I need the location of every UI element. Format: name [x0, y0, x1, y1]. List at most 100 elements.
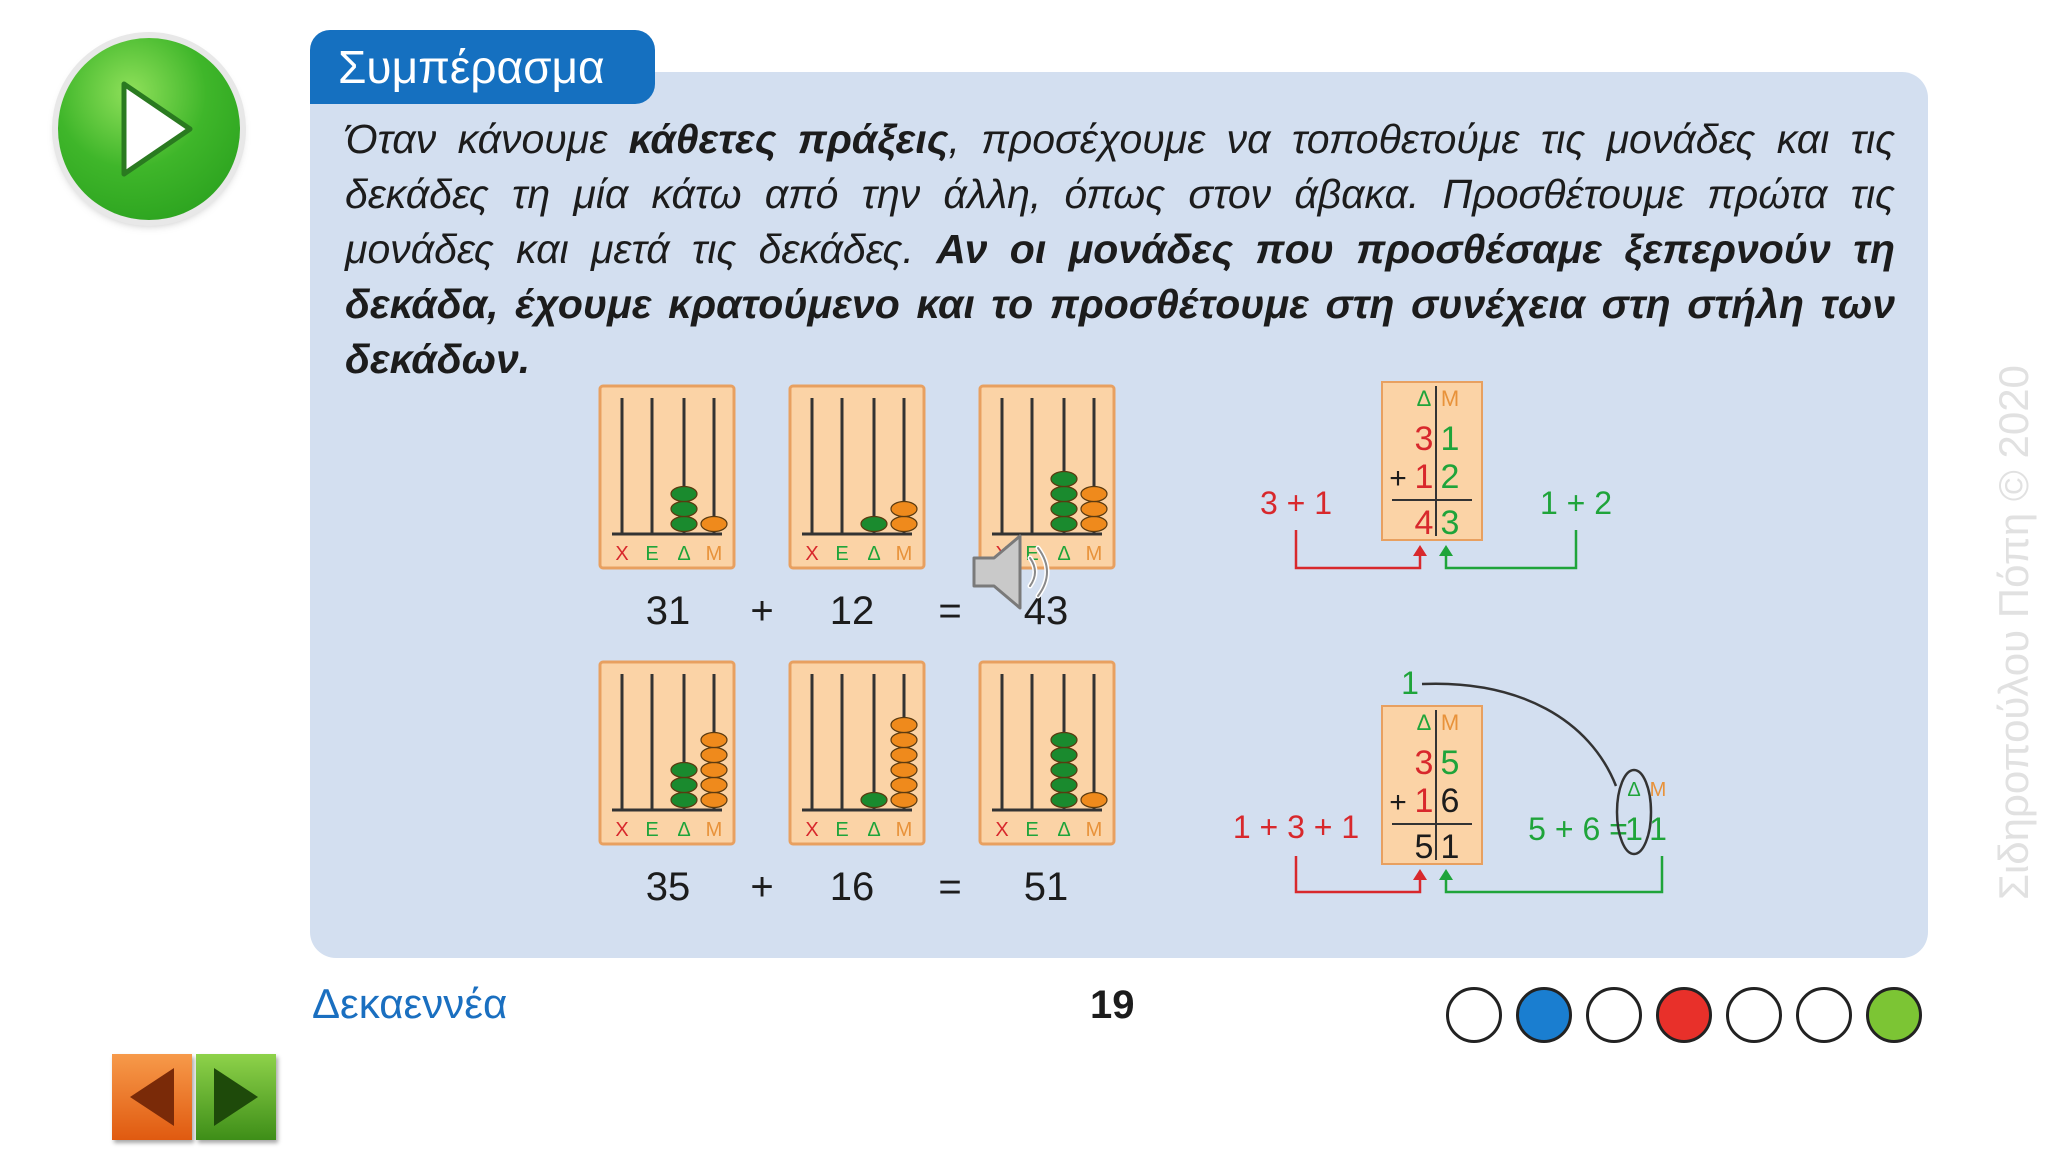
rod-label: Χ	[805, 819, 818, 841]
rod-label: Μ	[706, 819, 723, 841]
arrow-left-icon	[130, 1068, 174, 1126]
vertical-addition-1: Δ Μ 3 1 + 1 2 4 3 3 + 1 1 + 2	[1260, 381, 1612, 570]
equation-term: =	[938, 589, 961, 633]
bead	[1080, 485, 1108, 503]
rod-label: Δ	[867, 819, 880, 841]
tens-header: Δ	[1417, 386, 1432, 411]
bead	[1050, 776, 1078, 794]
rod-label: Δ	[677, 819, 690, 841]
color-dot	[1446, 987, 1502, 1043]
rod-label: Μ	[1086, 543, 1103, 565]
rod-label: Χ	[615, 543, 628, 565]
equation-term: 12	[830, 589, 875, 633]
equation-term: 35	[646, 865, 691, 909]
rod-label: Μ	[896, 819, 913, 841]
a-units: 1	[1441, 420, 1460, 458]
color-dot	[1726, 987, 1782, 1043]
rod-label: Μ	[1086, 819, 1103, 841]
bead	[700, 791, 728, 809]
number-word: Δεκαεννέα	[312, 980, 508, 1027]
bead	[1050, 791, 1078, 809]
speaker-button[interactable]	[968, 528, 1064, 621]
units-sum: 5 + 6 =	[1528, 811, 1628, 847]
rod-label: Ε	[835, 543, 848, 565]
rod-label: Χ	[805, 543, 818, 565]
result-units: 1	[1441, 828, 1460, 866]
carry-curve	[1421, 682, 1618, 787]
column-card	[1381, 381, 1483, 541]
b-tens: 1	[1415, 782, 1434, 820]
rod-label: Ε	[1025, 819, 1038, 841]
arrow-right-icon	[214, 1068, 258, 1126]
tens-sum: 1 + 3 + 1	[1233, 809, 1359, 845]
b-units: 6	[1441, 782, 1460, 820]
tens-sum: 3 + 1	[1260, 485, 1332, 521]
next-button[interactable]	[196, 1054, 276, 1140]
plus-sign: +	[1389, 462, 1407, 495]
rod-label: Μ	[896, 543, 913, 565]
result-tens: 4	[1415, 504, 1434, 542]
bead	[700, 776, 728, 794]
watermark: Σιδηροπούλου Πόπη © 2020	[1990, 365, 2037, 900]
rod-label: Δ	[1057, 543, 1070, 565]
bead	[1080, 515, 1108, 533]
rod-label: Χ	[615, 819, 628, 841]
bead	[1050, 746, 1078, 764]
bead	[670, 776, 698, 794]
play-button[interactable]	[58, 38, 240, 220]
play-icon	[121, 81, 193, 177]
conclusion-text: Όταν κάνουμε κάθετες πράξεις, προσέχουμε…	[345, 112, 1895, 387]
carry-digit: 1	[1401, 665, 1419, 701]
bead	[890, 776, 918, 794]
rod-label: Χ	[995, 819, 1008, 841]
bead	[860, 515, 888, 533]
result-units-header: Μ	[1650, 779, 1667, 801]
bold-rule: Αν οι μονάδες που προσθέσαμε ξεπερνούν τ…	[345, 226, 1895, 382]
result-carry-tens: 1	[1625, 811, 1643, 847]
equation-term: 31	[646, 589, 691, 633]
bead	[1050, 500, 1078, 518]
bead	[890, 761, 918, 779]
bead	[1050, 731, 1078, 749]
bead	[1050, 761, 1078, 779]
bead	[1080, 500, 1108, 518]
bead	[860, 791, 888, 809]
tens-header: Δ	[1417, 710, 1432, 735]
text-part: Όταν κάνουμε	[345, 116, 629, 162]
equation-term: +	[750, 865, 773, 909]
equation-term: 51	[1024, 865, 1069, 909]
vertical-addition-2: Δ Μ 3 5 + 1 6 5 1 1 1 + 3 + 1 5 + 6 = Δ …	[1233, 665, 1667, 894]
bead	[890, 731, 918, 749]
rod-label: Ε	[645, 543, 658, 565]
color-dot	[1866, 987, 1922, 1043]
rod-label: Δ	[677, 543, 690, 565]
a-tens: 3	[1415, 420, 1434, 458]
previous-button[interactable]	[112, 1054, 192, 1140]
bead	[670, 761, 698, 779]
bead	[700, 761, 728, 779]
units-sum: 1 + 2	[1540, 485, 1612, 521]
bead	[890, 746, 918, 764]
units-header: Μ	[1441, 710, 1459, 735]
bead	[1050, 485, 1078, 503]
equation-term: =	[938, 865, 961, 909]
bead	[890, 515, 918, 533]
bead	[890, 791, 918, 809]
rod-label: Δ	[867, 543, 880, 565]
equation-term: 16	[830, 865, 875, 909]
rod-label: Μ	[706, 543, 723, 565]
a-units: 5	[1441, 744, 1460, 782]
color-dot	[1586, 987, 1642, 1043]
color-dot	[1656, 987, 1712, 1043]
units-header: Μ	[1441, 386, 1459, 411]
bead	[890, 500, 918, 518]
bead	[670, 515, 698, 533]
b-units: 2	[1441, 458, 1460, 496]
bead	[1050, 470, 1078, 488]
bead	[700, 731, 728, 749]
